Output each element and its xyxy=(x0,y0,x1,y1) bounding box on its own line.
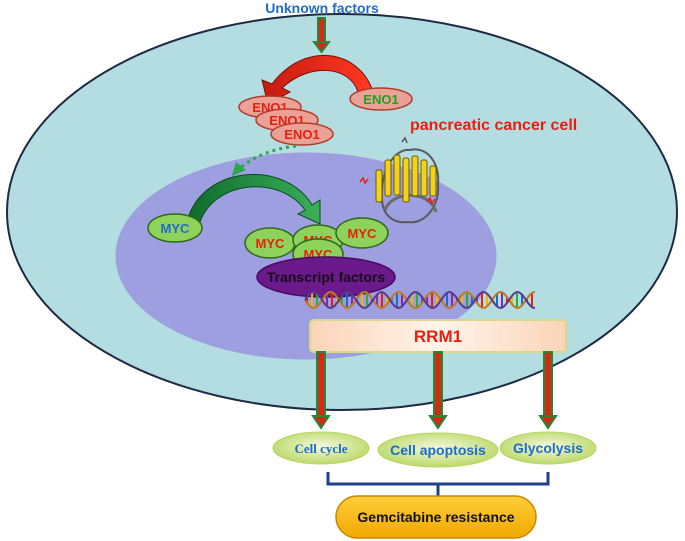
glycolysis-label: Glycolysis xyxy=(513,440,583,456)
cell-apoptosis-node: Cell apoptosis xyxy=(377,432,499,468)
gemcitabine-resistance-label: Gemcitabine resistance xyxy=(357,509,514,525)
cell-apoptosis-label: Cell apoptosis xyxy=(390,442,486,458)
glycolysis-node: Glycolysis xyxy=(499,431,597,465)
eno1-conversion-arrow xyxy=(261,54,374,105)
myc-cluster-label-1: MYC xyxy=(256,236,286,251)
unknown-factors-label: Unknown factors xyxy=(265,0,379,16)
unknown-factors-arrow xyxy=(312,17,331,54)
rrm1-to-apoptosis-arrow xyxy=(428,351,448,430)
myc-left-label: MYC xyxy=(161,221,191,236)
dna-strand xyxy=(304,290,536,310)
rrm1-box: RRM1 xyxy=(309,319,567,353)
rrm1-label: RRM1 xyxy=(414,327,462,346)
myc-cluster-label-3: MYC xyxy=(348,226,378,241)
myc-cluster: MYC MYC MYC MYC xyxy=(244,217,389,270)
transcript-factors-node: Transcript factors xyxy=(256,256,396,298)
myc-transport-arrow xyxy=(187,174,321,225)
dna-strand xyxy=(304,290,536,310)
cell-cycle-node: Cell cycle xyxy=(272,431,370,465)
eno1-stack-label-3: ENO1 xyxy=(284,127,319,142)
gemcitabine-resistance-node: Gemcitabine resistance xyxy=(335,495,537,539)
dna-helix-icon xyxy=(304,290,536,310)
cell-cycle-label: Cell cycle xyxy=(294,441,347,456)
rrm1-to-glycolysis-arrow xyxy=(538,351,558,430)
cell-label: pancreatic cancer cell xyxy=(410,117,577,134)
transcript-factors-label: Transcript factors xyxy=(267,269,385,285)
rrm1-to-cell-cycle-arrow xyxy=(311,351,331,430)
outcomes-bracket xyxy=(326,472,550,496)
eno1-right-node: ENO1 xyxy=(349,87,413,111)
myc-left-node: MYC xyxy=(147,213,203,243)
eno1-to-nucleus-arrow xyxy=(232,144,297,176)
eno1-right-label: ENO1 xyxy=(363,92,398,107)
eno1-stack: ENO1 ENO1 ENO1 xyxy=(238,95,334,146)
membrane-protein-icon xyxy=(359,136,440,224)
